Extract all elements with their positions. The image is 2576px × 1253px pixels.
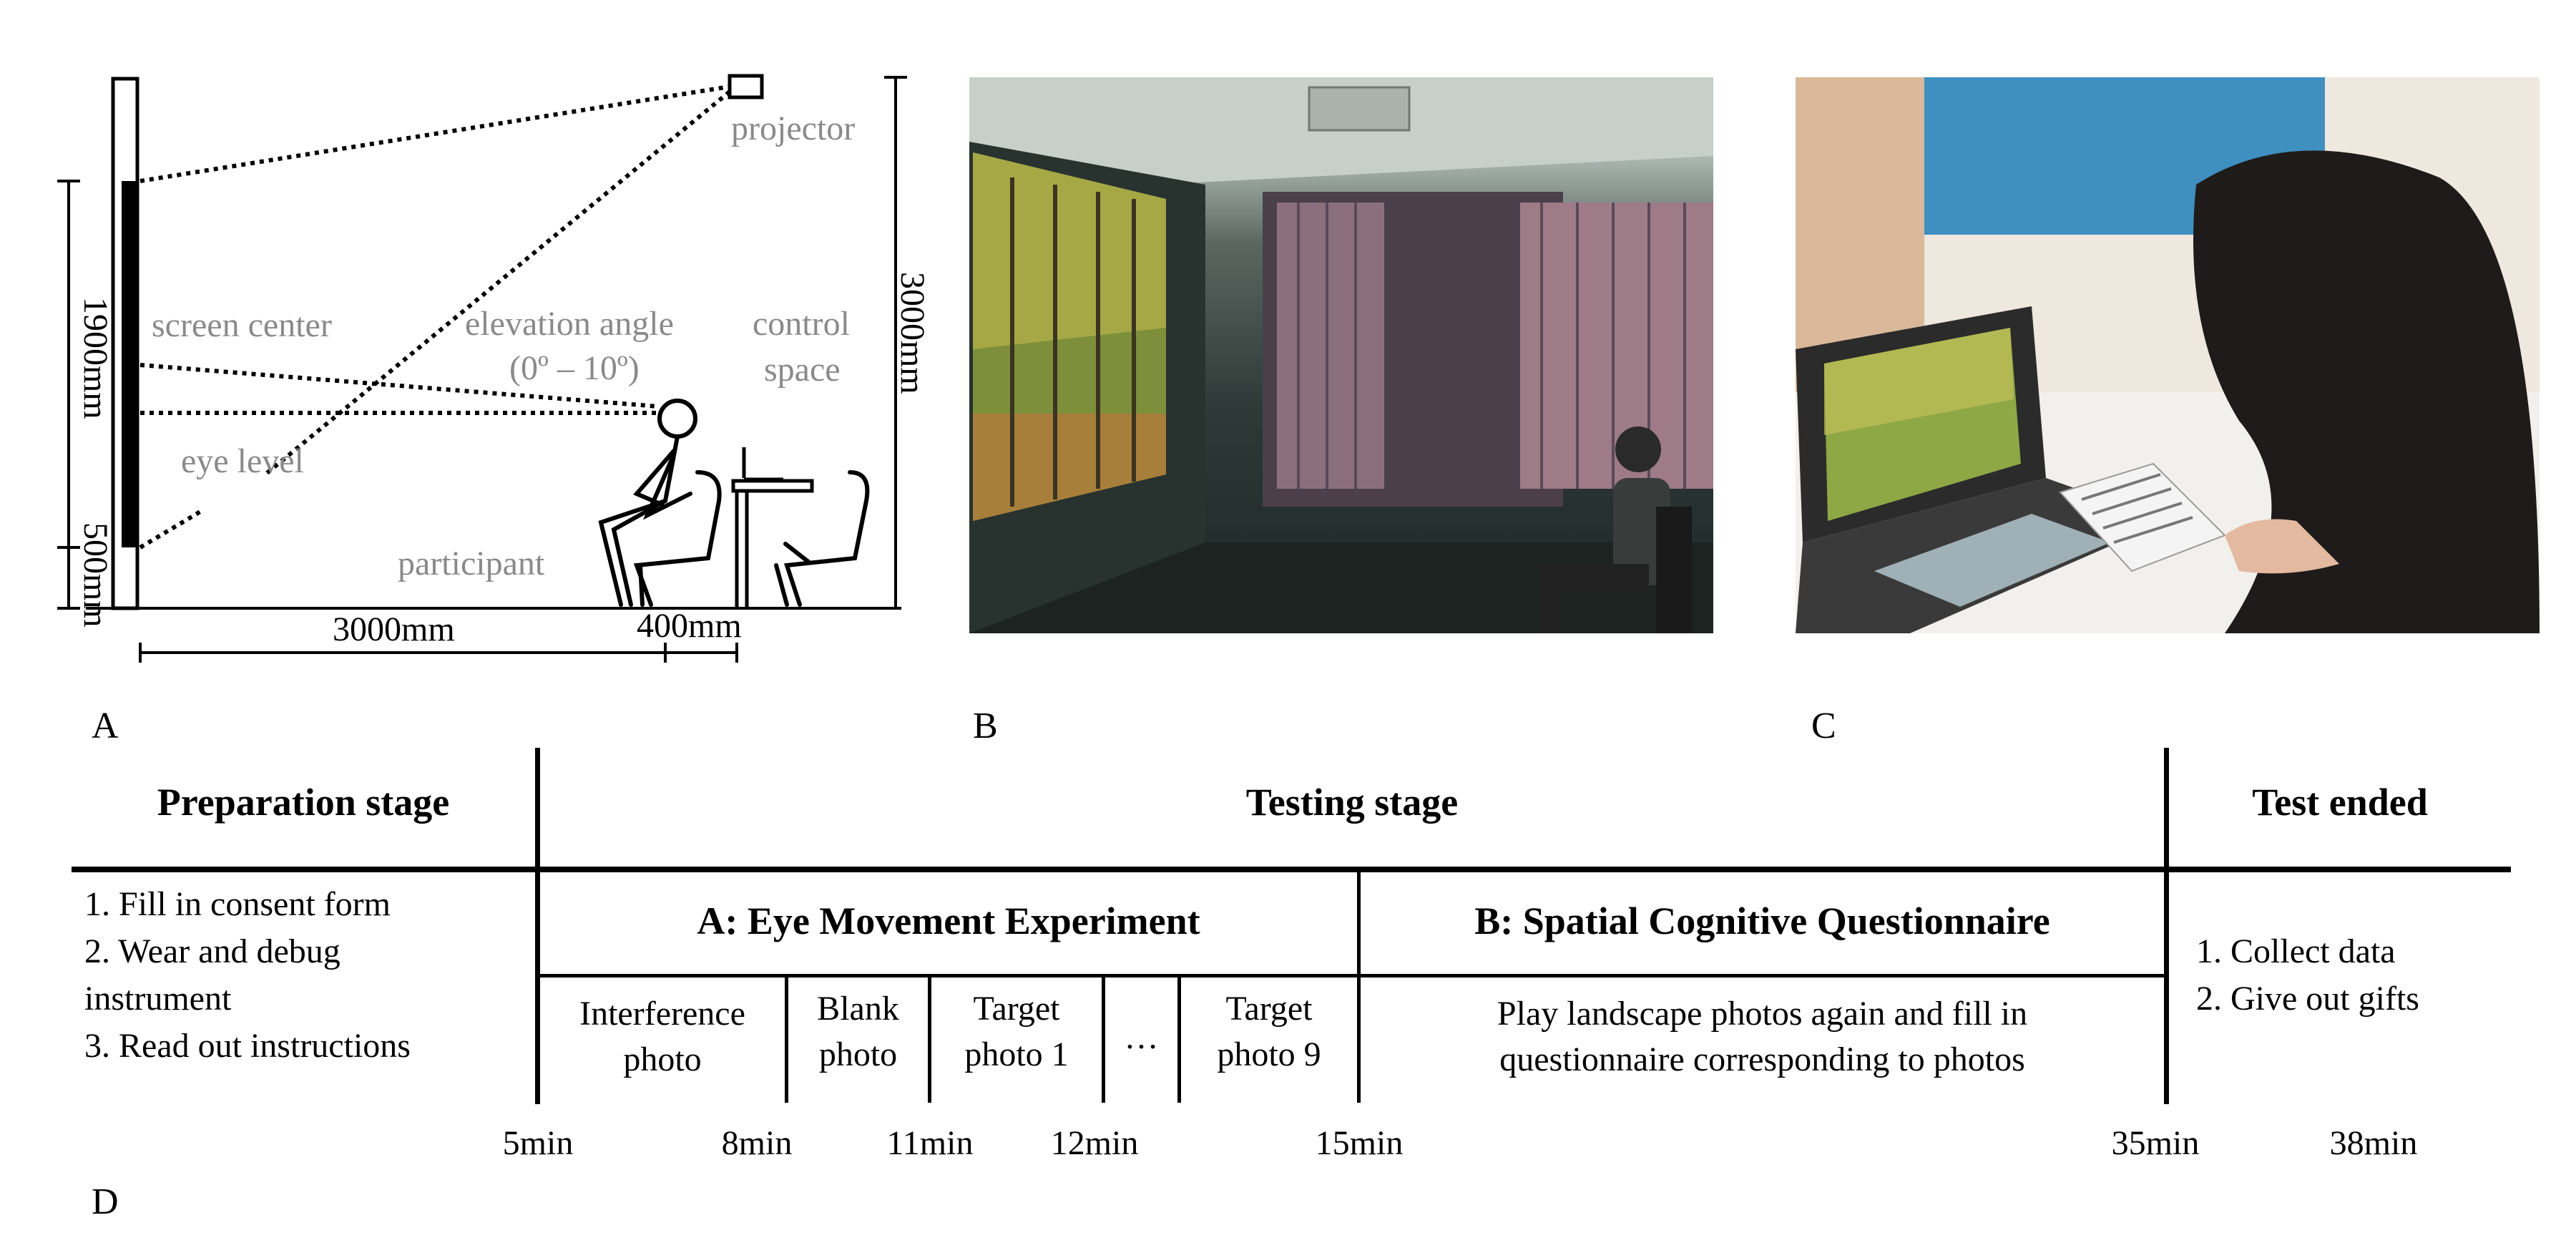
dim-500-label: 500mm [77, 522, 114, 628]
interference-photo-line-2: photo [623, 1040, 702, 1078]
questionnaire-task-line-2: questionnaire corresponding to photos [1499, 1040, 2025, 1078]
end-step-2: 2. Give out gifts [2196, 980, 2419, 1018]
bottom-dimension [139, 643, 738, 663]
preparation-step-2-cont: instrument [84, 980, 232, 1018]
questionnaire-task-line-1: Play landscape photos again and fill in [1497, 995, 2028, 1033]
panel-b-letter: B [973, 706, 998, 746]
projector-box [728, 74, 764, 99]
blank-photo-line-1: Blank [817, 990, 899, 1028]
right-dimension [884, 76, 907, 608]
eye-level-label: eye level [181, 442, 304, 480]
screen-center-label: screen center [152, 306, 332, 344]
dim-3000-distance-label: 3000mm [333, 610, 455, 648]
end-step-1: 1. Collect data [2196, 932, 2396, 970]
timeline-sub-rule [538, 974, 2169, 977]
time-marker: 35min [2111, 1124, 2200, 1162]
preparation-step-1: 1. Fill in consent form [84, 885, 391, 923]
dim-1900-label: 1900mm [77, 297, 114, 419]
elevation-angle-label-2: (0º – 10º) [509, 349, 640, 387]
questionnaire-illustration [1796, 77, 2540, 633]
interference-photo-line-1: Interference [579, 995, 745, 1033]
control-chair [774, 470, 870, 607]
control-table [731, 447, 814, 608]
questionnaire-task-cell: Play landscape photos again and fill in … [1361, 991, 2164, 1083]
preparation-step-3: 3. Read out instructions [84, 1027, 411, 1065]
target-photo-1-line-1: Target [973, 990, 1060, 1028]
time-marker: 5min [502, 1124, 574, 1162]
lab-room-illustration [969, 77, 1713, 633]
target-photo-1-line-2: photo 1 [964, 1035, 1069, 1073]
divider-8min [785, 977, 788, 1103]
person-silhouette [2193, 150, 2540, 633]
dim-400-label: 400mm [637, 607, 742, 645]
spatial-questionnaire-header: B: Spatial Cognitive Questionnaire [1474, 899, 2050, 942]
participant-label: participant [398, 545, 545, 582]
projection-screen [122, 181, 137, 547]
target-photo-9-line-2: photo 9 [1217, 1035, 1321, 1073]
questionnaire-photo [1796, 77, 2540, 633]
projector-label: projector [731, 109, 855, 147]
target-photo-1-cell: Target photo 1 [931, 986, 1102, 1078]
divider-ellipsis [1177, 977, 1181, 1103]
time-marker: 12min [1050, 1124, 1139, 1162]
projection-lines [139, 84, 731, 550]
dim-3000-height-label: 3000mm [893, 272, 930, 394]
divider-35min [2164, 748, 2169, 1104]
divider-5min [535, 748, 540, 1104]
eye-movement-experiment-header: A: Eye Movement Experiment [697, 899, 1200, 942]
time-marker: 38min [2329, 1124, 2418, 1162]
elevation-angle-label-1: elevation angle [465, 305, 674, 343]
time-marker: 15min [1315, 1124, 1404, 1162]
time-marker: 8min [721, 1124, 793, 1162]
preparation-step-2: 2. Wear and debug [84, 932, 341, 970]
timeline-main-rule [72, 867, 2511, 872]
target-photo-9-line-1: Target [1225, 990, 1313, 1028]
panel-d-letter: D [92, 1181, 119, 1222]
panel-c-letter: C [1811, 706, 1836, 746]
participant-figure [598, 399, 722, 607]
time-marker: 11min [886, 1124, 974, 1162]
testing-stage-header: Testing stage [1245, 781, 1459, 824]
blank-photo-cell: Blank photo [788, 986, 928, 1078]
divider-11min [928, 977, 931, 1103]
blank-photo-line-2: photo [818, 1035, 898, 1073]
experiment-layout-schematic: projector screen center elevation angle … [57, 74, 930, 663]
divider-15min [1357, 867, 1361, 1103]
target-photo-9-cell: Target photo 9 [1181, 986, 1357, 1078]
left-dimension [57, 180, 80, 610]
interference-photo-cell: Interference photo [540, 991, 785, 1083]
panel-a-letter: A [92, 706, 119, 746]
lab-room-photo [969, 77, 1713, 633]
control-space-label-1: control [753, 305, 850, 343]
preparation-stage-header: Preparation stage [157, 781, 450, 824]
divider-12min [1102, 977, 1105, 1103]
control-space-label-2: space [764, 351, 841, 389]
ellipsis-cell: … [1124, 1018, 1159, 1056]
test-ended-header: Test ended [2252, 781, 2428, 824]
